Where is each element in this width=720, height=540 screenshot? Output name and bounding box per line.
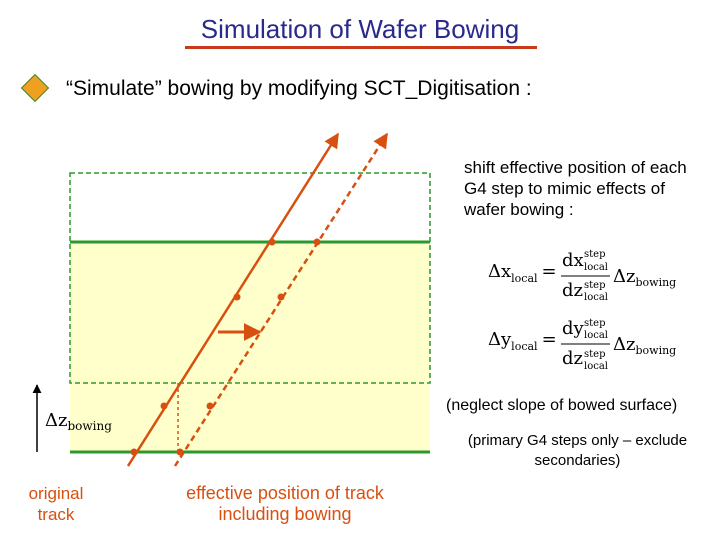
slide-title: Simulation of Wafer Bowing bbox=[200, 14, 520, 44]
bullet-text: “Simulate” bowing by modifying SCT_Digit… bbox=[66, 77, 532, 100]
svg-text:dx: dx bbox=[562, 250, 584, 271]
svg-text:Δxlocal=: Δxlocal= bbox=[488, 261, 557, 285]
svg-text:local: local bbox=[584, 292, 608, 303]
svg-text:dy: dy bbox=[562, 318, 585, 339]
svg-text:step: step bbox=[584, 318, 605, 329]
original-step-point bbox=[268, 238, 276, 246]
equation-dx: Δxlocal= dx step local dz step local Δzb… bbox=[488, 249, 676, 303]
svg-text:local: local bbox=[584, 262, 608, 273]
title-underline bbox=[185, 46, 537, 49]
svg-text:step: step bbox=[584, 349, 605, 360]
svg-text:dz: dz bbox=[562, 280, 583, 301]
effective-step-point bbox=[313, 238, 321, 246]
svg-text:dz: dz bbox=[562, 348, 583, 369]
original-step-point bbox=[130, 448, 138, 456]
svg-text:Δylocal=: Δylocal= bbox=[488, 329, 557, 353]
svg-text:step: step bbox=[584, 280, 605, 291]
svg-text:Δzbowing: Δzbowing bbox=[613, 266, 676, 289]
neglect-note: (neglect slope of bowed surface) bbox=[446, 397, 678, 414]
original-track-label: original track bbox=[28, 484, 84, 524]
effective-step-point bbox=[206, 402, 214, 410]
primary-steps-note: (primary G4 steps only – exclude seconda… bbox=[467, 432, 688, 469]
svg-text:step: step bbox=[584, 249, 605, 260]
original-step-point bbox=[233, 293, 241, 301]
effective-track-line bbox=[173, 132, 389, 467]
shift-description: shift effective position of each G4 step… bbox=[464, 158, 687, 219]
svg-text:local: local bbox=[584, 330, 608, 341]
effective-track-label: effective position of track including bo… bbox=[186, 483, 384, 524]
dz-bowing-label: Δzbowing bbox=[45, 410, 112, 433]
equation-dy: Δylocal= dy step local dz step local Δzb… bbox=[488, 318, 676, 372]
original-step-point bbox=[160, 402, 168, 410]
bowed-wafer-outline bbox=[69, 172, 431, 384]
effective-step-point bbox=[277, 293, 285, 301]
svg-text:Δzbowing: Δzbowing bbox=[613, 334, 676, 357]
svg-text:local: local bbox=[584, 361, 608, 372]
original-track-line bbox=[126, 132, 340, 467]
